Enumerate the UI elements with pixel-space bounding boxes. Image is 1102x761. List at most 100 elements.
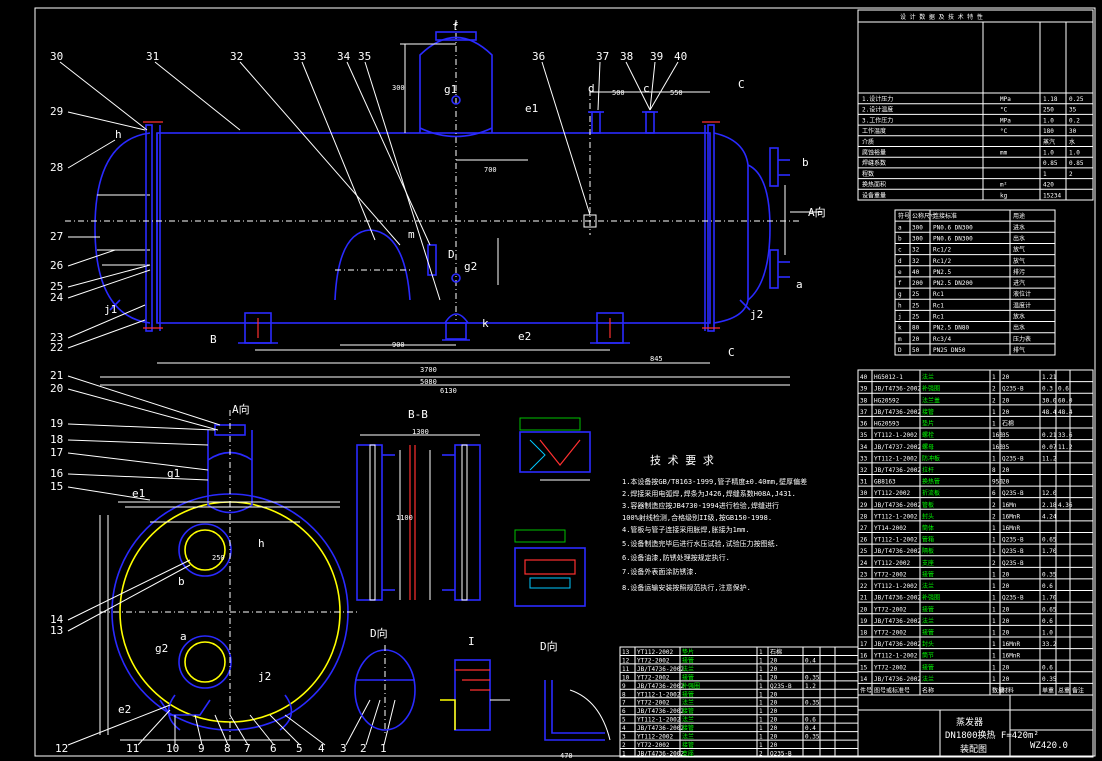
nozzle-table-cell: 50 xyxy=(912,347,920,354)
tech-req-8: 8.设备运输安装按照规范执行,注意保护. xyxy=(622,583,751,592)
section-b-b-title: B-B xyxy=(408,408,428,421)
nozzle-table-cell: 300 xyxy=(912,224,923,231)
bom-cell: 48.4 xyxy=(1058,409,1073,416)
bom-cell: 11.2 xyxy=(1042,455,1057,462)
part-number-30: 30 xyxy=(50,50,63,63)
view-d-title: D向 xyxy=(540,639,558,653)
part-number-23: 23 xyxy=(50,331,63,344)
bom-cell: 6 xyxy=(992,490,996,497)
nozzle-table-cell: j xyxy=(898,314,902,321)
bom-cell: 管板 xyxy=(922,501,934,509)
spec-row-value-shell: 0.2 xyxy=(1069,117,1080,124)
bom-continuation-cell: 20 xyxy=(770,700,778,707)
part-number-17: 17 xyxy=(50,446,63,459)
bom-continuation-cell: 20 xyxy=(770,657,778,664)
nozzle-table-cell: 25 xyxy=(912,314,920,321)
bom-cell: JB/T4737-2002 xyxy=(874,444,921,451)
bom-cell: 18 xyxy=(860,629,868,636)
part-number-18: 18 xyxy=(50,433,63,446)
bom-cell: 换热管 xyxy=(922,478,940,486)
nozzle-e2-label: e2 xyxy=(518,330,531,343)
dim-845: 845 xyxy=(650,355,663,363)
bom-cell: YT112-1-2002 xyxy=(874,583,918,590)
bom-cell: 筒节 xyxy=(922,652,934,660)
bom-cell: 20 xyxy=(1002,583,1010,590)
part-number-29: 29 xyxy=(50,105,63,118)
dim-500: 500 xyxy=(612,89,625,97)
bom-continuation-cell: 0.35 xyxy=(805,734,820,741)
bom-cell: 法兰盖 xyxy=(922,396,940,404)
bom-cell: 16MnR xyxy=(1002,513,1020,520)
bom-cell: 20 xyxy=(1002,409,1010,416)
part-number-10: 10 xyxy=(166,742,179,755)
bom-continuation-cell: Q235-B xyxy=(770,683,792,690)
bom-header-cell: 总重 xyxy=(1058,687,1070,695)
bom-cell: YT112-1-2002 xyxy=(874,455,918,462)
detail-i-title: I xyxy=(468,635,475,648)
spec-row-unit: MPa xyxy=(1000,96,1011,103)
bom-continuation-cell: 接管 xyxy=(682,724,694,732)
bom-cell: Q235-B xyxy=(1002,386,1024,393)
nozzle-table-cell: Rc1 xyxy=(933,302,944,309)
dim-3700: 3700 xyxy=(420,366,437,374)
bom-cell: 0.3 xyxy=(1042,386,1053,393)
part-number-3: 3 xyxy=(340,742,347,755)
spec-row-label: 工作温度 xyxy=(862,127,886,135)
bom-continuation-cell: 1 xyxy=(759,700,763,707)
spec-row-value-tube: 250 xyxy=(1043,107,1054,114)
nozzle-c-label: c xyxy=(643,82,650,95)
bom-cell: 1 xyxy=(992,548,996,555)
part-number-28: 28 xyxy=(50,161,63,174)
spec-row-value-shell: 0.25 xyxy=(1069,96,1084,103)
bom-cell: YT72-2002 xyxy=(874,664,907,671)
bom-cell: 16MnR xyxy=(1002,641,1020,648)
bom-continuation-cell: YT72-2002 xyxy=(637,674,670,681)
tech-requirements-title: 技 术 要 求 xyxy=(650,454,714,467)
bom-cell: 0.6 xyxy=(1042,664,1053,671)
part-number-11: 11 xyxy=(126,742,139,755)
bom-continuation-cell: 20 xyxy=(770,717,778,724)
bom-header-cell: 图号或标准号 xyxy=(874,687,910,695)
nozzle-table-cell: 40 xyxy=(912,269,920,276)
bom-cell: 4.36 xyxy=(1058,502,1073,509)
bom-continuation-cell: 11 xyxy=(622,666,630,673)
nozzle-j2-label-a: j2 xyxy=(258,670,271,683)
bom-continuation-cell: 接管 xyxy=(682,673,694,681)
bom-cell: 1 xyxy=(992,583,996,590)
bom-continuation-cell: 1 xyxy=(759,725,763,732)
nozzle-j2-label: j2 xyxy=(750,308,763,321)
part-number-25: 25 xyxy=(50,280,63,293)
nozzle-table-cell: PN25 DN50 xyxy=(933,347,966,354)
bom-cell: YT14-2002 xyxy=(874,525,907,532)
nozzle-table-cell: 出水 xyxy=(1013,234,1025,242)
weld-detail-2 xyxy=(514,529,586,607)
bom-cell: 1 xyxy=(992,409,996,416)
nozzle-table-cell: k xyxy=(898,325,902,332)
nozzle-table-cell: 放气 xyxy=(1013,257,1025,265)
tech-requirements-block: 技 术 要 求 1.本设备按GB/T8163-1999,管子精度±0.40mm,… xyxy=(622,454,807,592)
bom-header-cell: 备注 xyxy=(1072,687,1084,695)
bom-cell: 31 xyxy=(860,479,868,486)
tech-req-1: 1.本设备按GB/T8163-1999,管子精度±0.40mm,壁厚偏差 xyxy=(622,477,807,486)
nozzle-b-label: b xyxy=(802,156,809,169)
part-number-6: 6 xyxy=(270,742,277,755)
nozzle-table-cell: 300 xyxy=(912,235,923,242)
nozzle-table-cell: g xyxy=(898,291,902,298)
view-a-title: A向 xyxy=(232,402,250,416)
nozzle-table-cell: 压力表 xyxy=(1013,335,1031,343)
spec-row-value-shell: 1.0 xyxy=(1069,150,1080,157)
bom-continuation-cell: 1 xyxy=(759,666,763,673)
spec-row-value-shell: 35 xyxy=(1069,107,1077,114)
bom-cell: 20 xyxy=(1002,606,1010,613)
bom-cell: 35 xyxy=(1002,432,1010,439)
bom-continuation-cell: 7 xyxy=(622,700,626,707)
nozzle-j1-label: j1 xyxy=(104,303,117,316)
bom-cell: 20 xyxy=(1002,479,1010,486)
bom-cell: HG20592 xyxy=(874,397,900,404)
bom-continuation-cell: 3 xyxy=(622,734,626,741)
bom-cell: 35 xyxy=(1002,444,1010,451)
bom-cell: 160 xyxy=(992,444,1003,451)
bom-cell: 补强圈 xyxy=(922,385,940,393)
bom-cell: YT112-1-2002 xyxy=(874,513,918,520)
